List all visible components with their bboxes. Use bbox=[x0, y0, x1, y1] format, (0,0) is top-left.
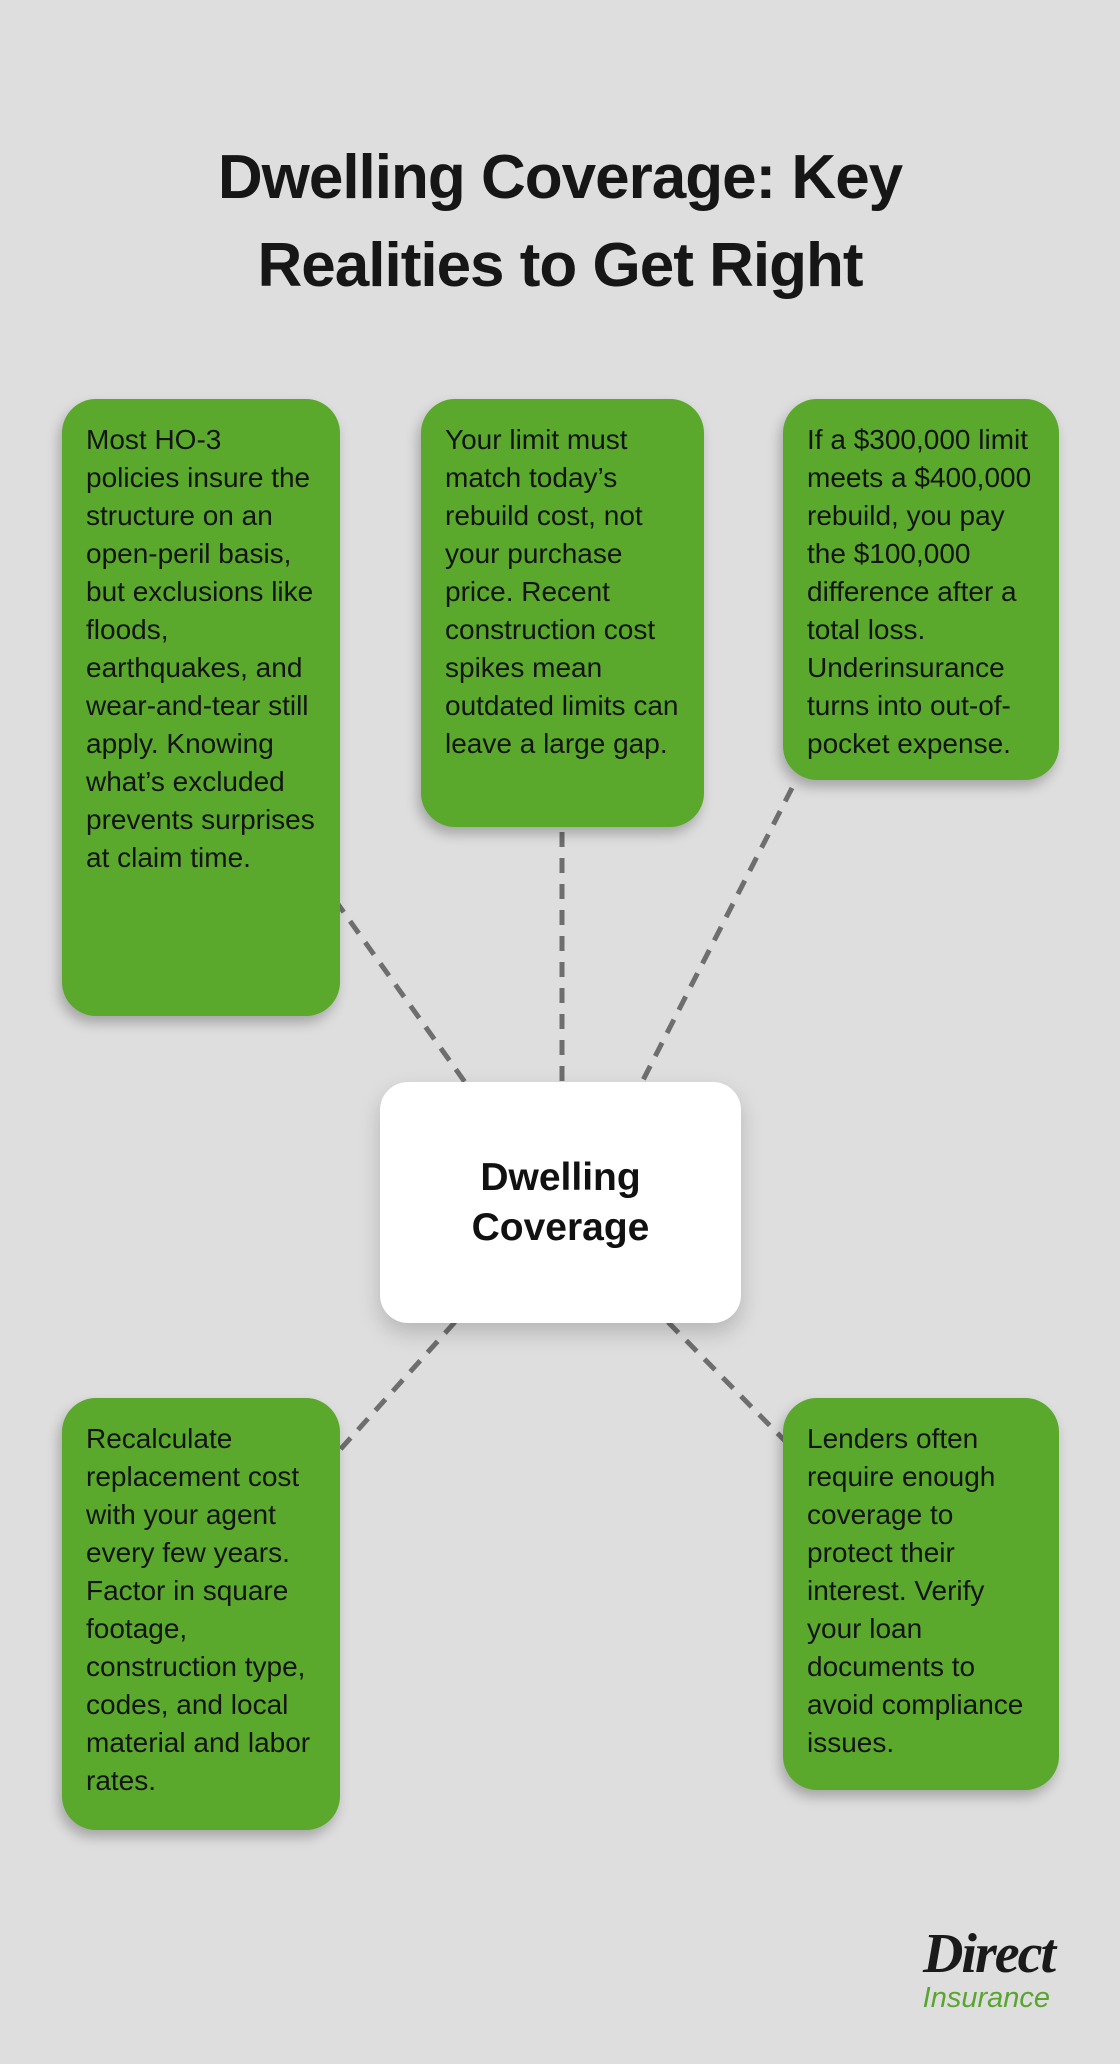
info-node-text: Your limit must match today’s rebuild co… bbox=[445, 424, 679, 759]
info-node-text: Recalculate replacement cost with your a… bbox=[86, 1423, 311, 1796]
central-topic-label: Dwelling Coverage bbox=[471, 1155, 650, 1249]
page-title-line-2: Realities to Get Right bbox=[257, 230, 864, 300]
info-node-text: If a $300,000 limit meets a $400,000 reb… bbox=[807, 424, 1032, 759]
info-node-text: Lenders often require enough coverage to… bbox=[807, 1423, 1024, 1758]
page-title-line-1: Dwelling Coverage: Key bbox=[217, 142, 903, 212]
direct-insurance-logo: Direct Insurance bbox=[922, 1923, 1056, 2014]
connector-top-left-line bbox=[332, 898, 475, 1094]
info-node-recalculate-replacement-cost: Recalculate replacement cost with your a… bbox=[62, 1398, 340, 1830]
connector-top-right-line bbox=[635, 786, 795, 1092]
logo-wordmark: Direct bbox=[922, 1923, 1056, 1985]
info-node-lender-requirements: Lenders often require enough coverage to… bbox=[783, 1398, 1059, 1790]
page-title: Dwelling Coverage: Key Realities to Get … bbox=[0, 134, 1120, 310]
connector-bottom-right-line bbox=[666, 1320, 794, 1450]
info-node-text: Most HO-3 policies insure the structure … bbox=[86, 424, 315, 873]
info-node-open-peril-exclusions: Most HO-3 policies insure the structure … bbox=[62, 399, 340, 1016]
logo-subtitle: Insurance bbox=[922, 1982, 1050, 2014]
connector-bottom-left-line bbox=[336, 1320, 457, 1454]
info-node-rebuild-cost-limit: Your limit must match today’s rebuild co… bbox=[421, 399, 704, 827]
central-topic-node: Dwelling Coverage bbox=[380, 1082, 741, 1323]
info-node-underinsurance-gap: If a $300,000 limit meets a $400,000 reb… bbox=[783, 399, 1059, 780]
